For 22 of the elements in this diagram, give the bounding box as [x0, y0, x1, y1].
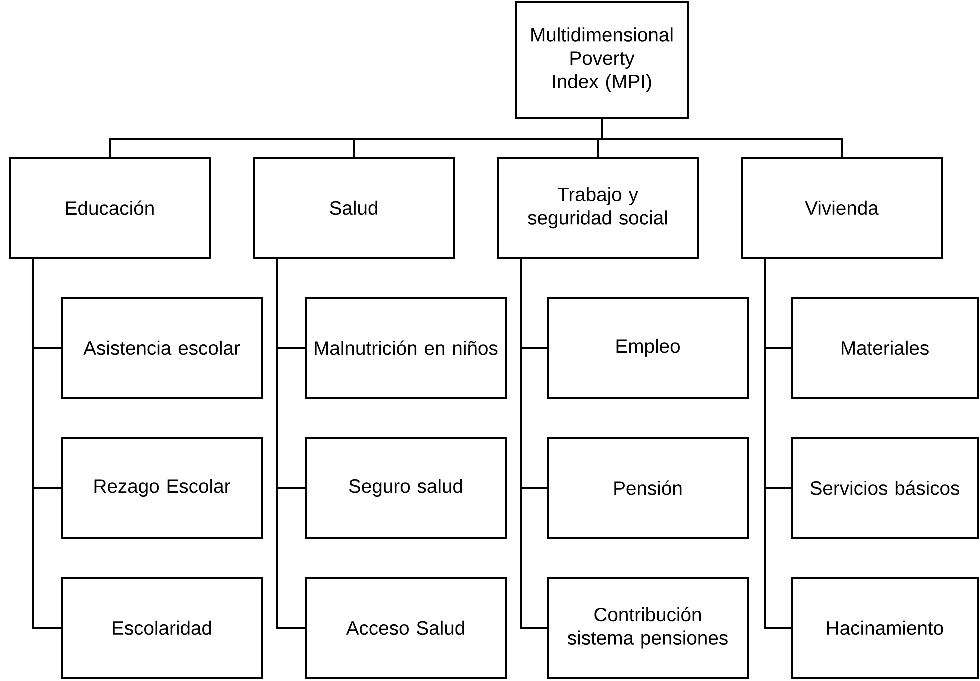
indicator-box: Empleo [547, 297, 749, 399]
indicator-box: Asistencia escolar [61, 297, 263, 399]
connector-line [520, 259, 547, 629]
indicator-box: Malnutrición en niños [305, 297, 507, 399]
indicator-box: Seguro salud [305, 437, 507, 539]
indicator-box: Contribución sistema pensiones [547, 577, 749, 679]
indicator-box: Pensión [547, 437, 749, 539]
category-box: Salud [253, 157, 455, 259]
indicator-box: Acceso Salud [305, 577, 507, 679]
connector-line [276, 259, 305, 629]
indicator-box: Hacinamiento [791, 577, 980, 679]
indicator-box: Servicios básicos [791, 437, 980, 539]
category-box: Trabajo y seguridad social [497, 157, 699, 259]
connector-line [601, 119, 844, 157]
indicator-box: Escolaridad [61, 577, 263, 679]
category-box: Vivienda [741, 157, 944, 259]
connector-line [764, 259, 792, 629]
indicator-box: Materiales [791, 297, 980, 399]
indicator-box: Rezago Escolar [61, 437, 263, 539]
category-box: Educación [9, 157, 211, 259]
connector-line [32, 259, 61, 629]
index-box: Multidimensional Poverty Index (MPI) [515, 1, 689, 119]
